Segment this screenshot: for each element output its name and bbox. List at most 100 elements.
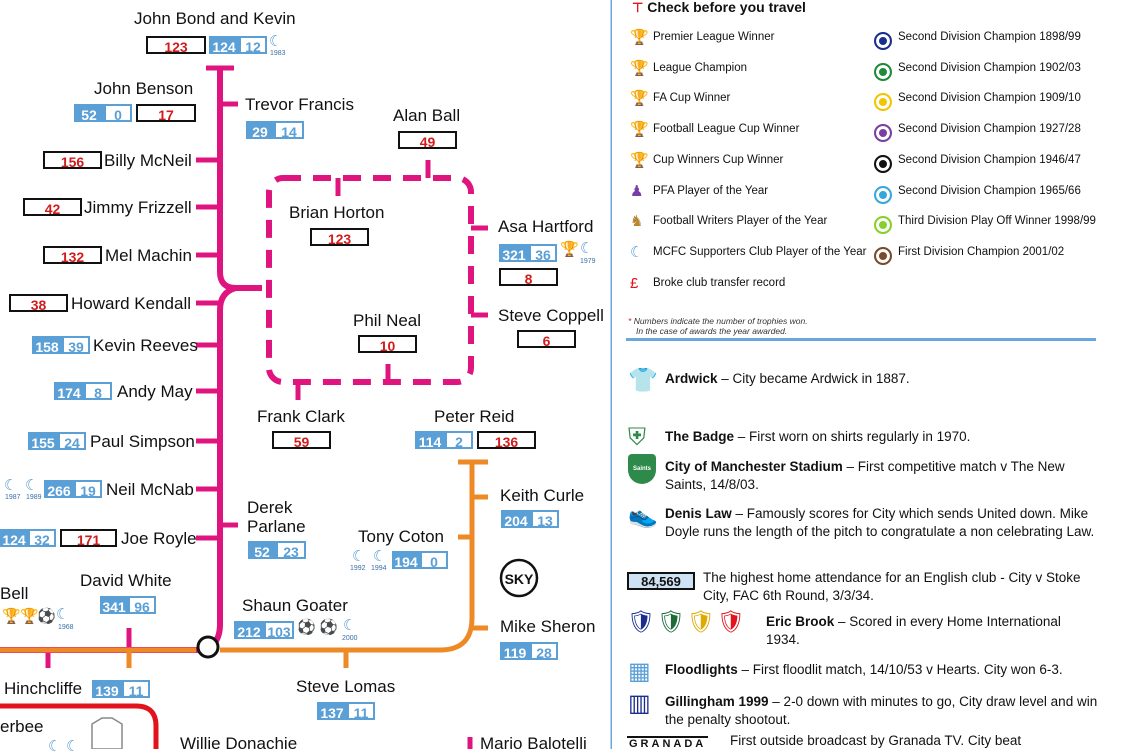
station-reeves[interactable]: Kevin Reeves <box>93 336 198 355</box>
station-derek[interactable]: Derek <box>247 498 293 517</box>
appearances-box: 124 <box>209 36 239 55</box>
asterisk-icon: * <box>628 316 632 326</box>
station-coppell[interactable]: Steve Coppell <box>498 306 604 325</box>
pound-icon: £ <box>630 274 639 292</box>
goals-box: 8 <box>84 382 112 401</box>
home-nations-icon: 🛡🛡🛡🛡 <box>627 609 747 635</box>
legend-note: * Numbers indicate the number of trophie… <box>628 316 808 336</box>
fact-text: – First competitive match v The New Sain… <box>665 459 1065 492</box>
station-horton[interactable]: Brian Horton <box>289 203 385 222</box>
trophy-count-red: 42 <box>23 198 82 217</box>
goals-box: 32 <box>28 529 56 548</box>
station-ball[interactable]: Alan Ball <box>393 106 461 125</box>
station-neal[interactable]: Phil Neal <box>353 311 422 330</box>
legend-title-text: Check before you travel <box>647 0 806 15</box>
legend-note-1: Numbers indicate the number of trophies … <box>633 316 808 326</box>
goals-box: 23 <box>276 541 306 560</box>
year-label: 1968 <box>58 624 74 631</box>
station-may[interactable]: Andy May <box>117 382 193 401</box>
appearances-box: 124 <box>0 529 28 548</box>
station-francis[interactable]: Trevor Francis <box>245 95 354 114</box>
gillingham-icon: ▥ <box>628 690 651 717</box>
appearances-box: 114 <box>415 431 445 450</box>
station-simpson[interactable]: Paul Simpson <box>90 432 195 451</box>
station-balotelli[interactable]: Mario Balotelli <box>480 734 587 753</box>
fact-text: – 2-0 down with minutes to go, City draw… <box>665 694 1098 727</box>
ball-icon: ⚽ <box>37 608 56 625</box>
moon-icon: ☾ <box>343 617 357 634</box>
fact-item: Denis Law – Famously scores for City whi… <box>665 505 1098 540</box>
station-white[interactable]: David White <box>80 571 172 590</box>
legend-title: ⊤ Check before you travel <box>632 0 806 16</box>
station-curle[interactable]: Keith Curle <box>500 486 585 505</box>
fact-item: Gillingham 1999 – 2-0 down with minutes … <box>665 693 1098 728</box>
station-clark[interactable]: Frank Clark <box>257 407 345 426</box>
station-reid[interactable]: Peter Reid <box>434 407 515 426</box>
station-machin[interactable]: Mel Machin <box>105 246 192 265</box>
station-bell[interactable]: Bell <box>0 584 29 603</box>
station-coton[interactable]: Tony Coton <box>358 527 444 546</box>
year-label: 1979 <box>580 258 596 265</box>
legend-item-label: Second Division Champion 1902/03 <box>898 61 1081 74</box>
station-goater[interactable]: Shaun Goater <box>242 596 348 615</box>
moon-icon: ☾ <box>48 738 62 755</box>
appearances-box: 158 <box>32 336 62 355</box>
league-cup-icon: 🏆 <box>2 608 21 625</box>
route-map: SKY <box>0 0 612 749</box>
station-kendall[interactable]: Howard Kendall <box>71 294 192 313</box>
trophy-facup-icon: 🏆 <box>630 90 649 108</box>
year-label: 2000 <box>342 635 358 642</box>
station-mcneil[interactable]: Billy McNeil <box>104 151 192 170</box>
station-benson[interactable]: John Benson <box>94 79 194 98</box>
legend-item-label: Football Writers Player of the Year <box>653 215 828 228</box>
legend-item-label: League Champion <box>653 61 747 74</box>
ball-icon: ⚽ <box>297 619 316 636</box>
trophy-count-red: 136 <box>477 431 536 450</box>
floodlight-icon: ▦ <box>628 658 651 685</box>
goals-box: 39 <box>62 336 90 355</box>
legend-item-label: Third Division Play Off Winner 1998/99 <box>898 215 1096 228</box>
station-hinchcliffe[interactable]: Hinchcliffe <box>4 679 83 698</box>
legend-item-label: Second Division Champion 1927/28 <box>898 123 1081 136</box>
station-lomas[interactable]: Steve Lomas <box>296 677 396 696</box>
nation-shield-icon: 🛡 <box>686 609 717 634</box>
ball-icon: ⚽ <box>319 619 338 636</box>
station-donachie[interactable]: Willie Donachie <box>180 734 298 753</box>
moon-icon: ☾ <box>4 477 18 494</box>
legend-note-2: In the case of awards the year awarded. <box>636 326 788 336</box>
station-hartford[interactable]: Asa Hartford <box>498 217 594 236</box>
station-parlane[interactable]: Parlane <box>247 517 306 536</box>
goals-box: 96 <box>128 596 156 615</box>
appearances-box: 52 <box>74 104 104 123</box>
appearances-box: 212 <box>234 621 264 640</box>
station-erbee[interactable]: erbee <box>0 717 44 736</box>
station-mcnab[interactable]: Neil McNab <box>106 480 194 499</box>
moon-icon: ☾ <box>630 243 644 261</box>
goals-box: 14 <box>274 121 304 140</box>
fact-title: Floodlights <box>665 662 738 677</box>
football-icon <box>874 154 892 173</box>
legend-item-label: Broke club transfer record <box>653 276 786 289</box>
nation-shield-icon: 🛡 <box>716 609 747 634</box>
football-icon <box>874 124 892 143</box>
trophy-count-red: 17 <box>136 104 196 123</box>
station-sheron[interactable]: Mike Sheron <box>500 617 596 636</box>
football-icon <box>874 32 892 50</box>
year-label: 1992 <box>350 565 366 572</box>
station-frizzell[interactable]: Jimmy Frizzell <box>84 198 192 217</box>
trophy-count-red: 123 <box>146 36 206 55</box>
appearances-box: 341 <box>100 596 128 615</box>
appearances-box: 194 <box>392 551 420 570</box>
trophy-count-red: 132 <box>43 246 102 265</box>
station-bond[interactable]: John Bond and Kevin <box>134 9 296 28</box>
appearances-box: 155 <box>28 432 58 451</box>
goals-box: 13 <box>531 510 559 529</box>
appearances-box: 139 <box>92 680 122 699</box>
fact-item: City of Manchester Stadium – First compe… <box>665 458 1098 493</box>
fact-text: – First floodlit match, 14/10/53 v Heart… <box>737 662 1063 677</box>
fact-item: The highest home attendance for an Engli… <box>703 569 1098 604</box>
station-royle[interactable]: Joe Royle <box>121 529 197 548</box>
fact-text: First outside broadcast by Granada TV. C… <box>730 733 1022 748</box>
legend-item-label: Cup Winners Cup Winner <box>653 153 784 166</box>
red-line <box>0 703 159 749</box>
